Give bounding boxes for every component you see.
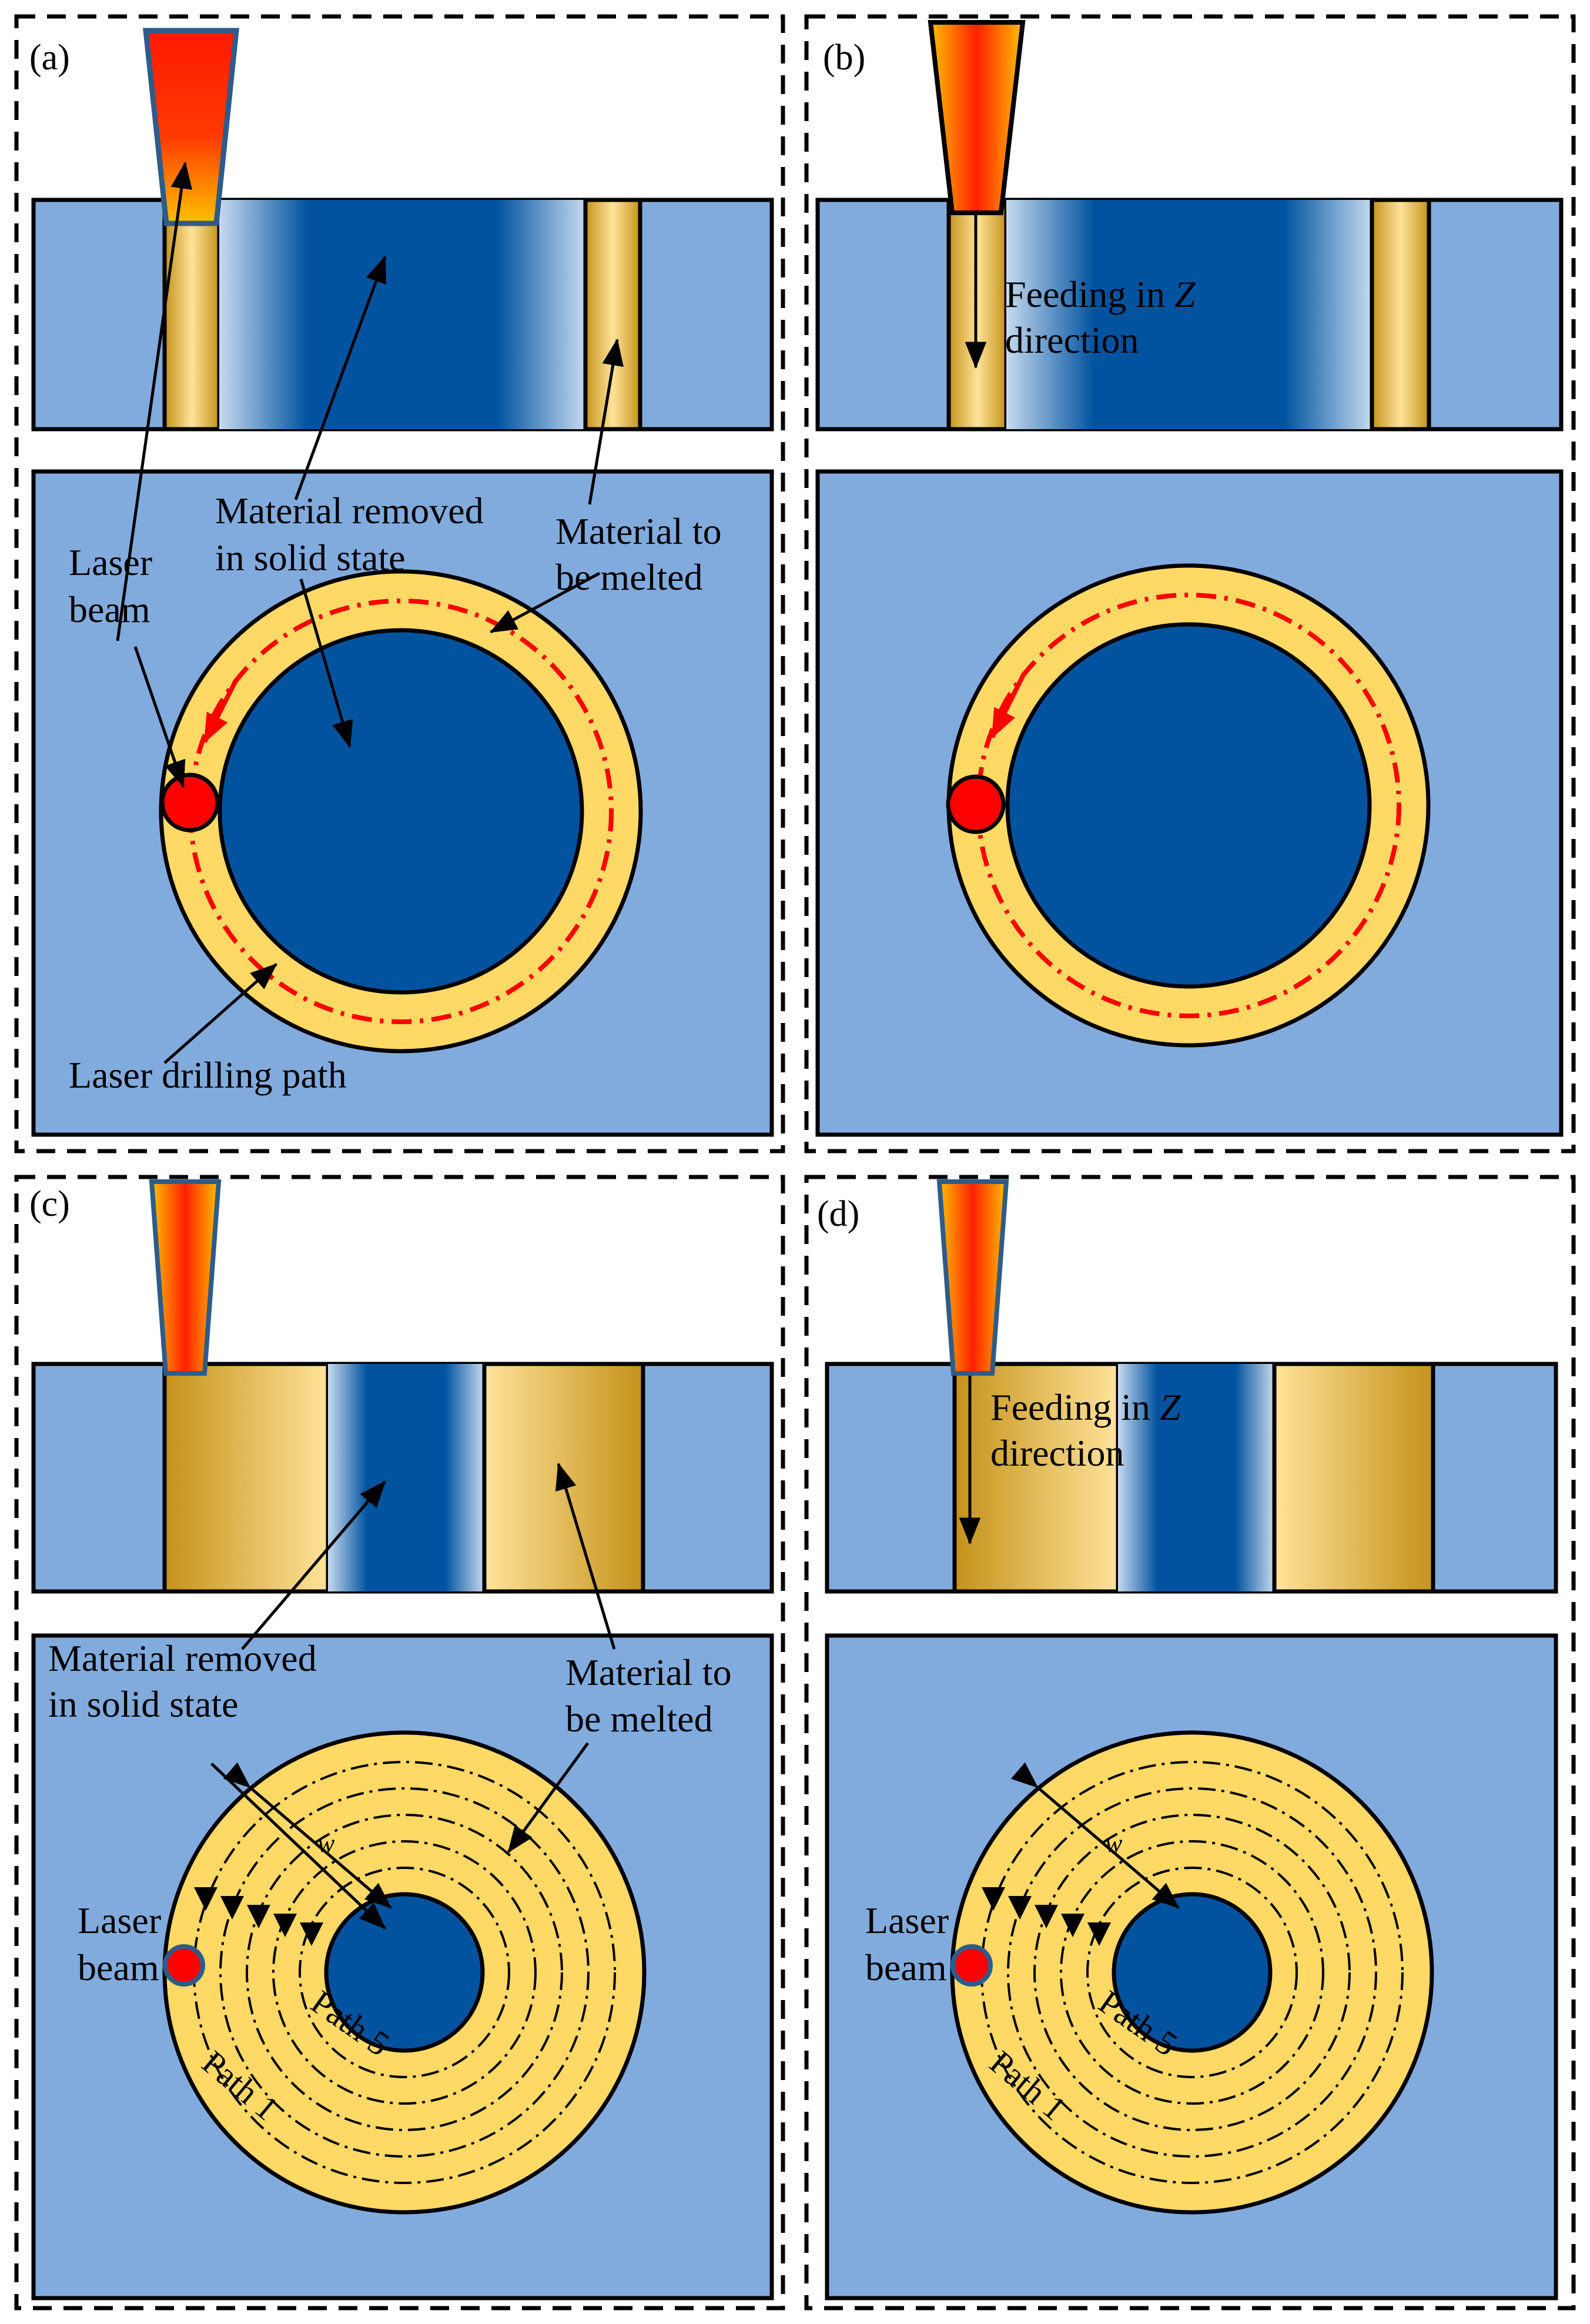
- arrow-melted-ring: [507, 1742, 590, 1853]
- laser-nozzle-icon: [928, 20, 1026, 215]
- panel-a: (a) Laser beam Material removed in solid…: [14, 14, 785, 1153]
- label-feeding-2: direction: [990, 1432, 1124, 1474]
- arrow-melted-ring: [489, 571, 601, 634]
- arrow-removed-core: [210, 1763, 386, 1930]
- panel-b-label: (b): [823, 38, 865, 78]
- label-drilling-path: Laser drilling path: [69, 1054, 347, 1096]
- drilling-path: [188, 598, 614, 1024]
- drilling-path-arrow: [202, 681, 237, 744]
- top-view-a: [31, 469, 774, 1137]
- panel-a-frame: [14, 14, 785, 1153]
- label-material-removed-2: in solid state: [215, 537, 406, 579]
- label-laser-beam-2: beam: [69, 588, 150, 630]
- label-material-melted-2: be melted: [555, 556, 703, 598]
- label-material-melted: Material to: [565, 1651, 732, 1693]
- top-view-b: [815, 469, 1564, 1137]
- panel-d-label: (d): [817, 1194, 859, 1234]
- arrow-drilling-path: [163, 963, 277, 1064]
- label-laser-beam: Laser: [69, 541, 152, 583]
- label-laser-beam: Laser: [78, 1900, 161, 1941]
- label-feeding: Feeding in Z: [990, 1386, 1181, 1428]
- drilling-path-arrow: [990, 675, 1025, 739]
- label-material-removed: Material removed: [48, 1637, 317, 1679]
- label-material-removed: Material removed: [215, 490, 484, 531]
- label-laser-beam: Laser: [865, 1900, 949, 1941]
- arrow-laser-beam: [116, 161, 193, 641]
- label-material-melted-2: be melted: [565, 1698, 713, 1740]
- laser-spot-icon: [163, 1944, 205, 1987]
- panel-c: (c): [14, 1175, 785, 2310]
- cross-section-c: [31, 1362, 774, 1594]
- panel-b: (b) Feeding in Z direction: [804, 14, 1576, 1153]
- panel-b-frame: [804, 14, 1576, 1153]
- panel-d: (d) Feeding in Z direction: [804, 1175, 1576, 2310]
- arrow-removed-section: [294, 255, 387, 500]
- panel-c-label: (c): [29, 1184, 70, 1224]
- label-material-removed-2: in solid state: [48, 1683, 239, 1725]
- arrow-melted-section: [588, 338, 624, 505]
- laser-spot-icon: [160, 773, 220, 832]
- label-feeding: Feeding in Z: [1005, 273, 1196, 315]
- label-width: w: [1105, 1829, 1123, 1858]
- arrow-melted-section: [555, 1462, 616, 1650]
- arrow-removed-section: [241, 1480, 386, 1650]
- arrow-laser-spot: [133, 646, 186, 788]
- width-dimension: [223, 1762, 392, 1909]
- melt-zone-left: [162, 198, 222, 432]
- solid-core-section: [219, 200, 585, 429]
- laser-nozzle-icon: [142, 28, 239, 226]
- top-view-c: w Path 5 Path 1: [31, 1633, 774, 2300]
- top-view-d: w Path 5 Path 1: [825, 1633, 1558, 2300]
- cross-section-b: [815, 198, 1564, 432]
- laser-nozzle-icon: [149, 1179, 222, 1376]
- solid-core: [217, 628, 584, 995]
- panel-a-label: (a): [29, 38, 70, 78]
- cross-section-d: [825, 1362, 1558, 1594]
- cross-section-a: [31, 198, 774, 432]
- label-laser-beam-2: beam: [865, 1947, 947, 1988]
- label-feeding-2: direction: [1005, 319, 1139, 361]
- laser-nozzle-icon: [936, 1179, 1009, 1376]
- arrow-removed-core: [299, 579, 353, 748]
- panel-c-frame: [14, 1175, 785, 2310]
- label-laser-beam-2: beam: [78, 1947, 159, 1988]
- drilling-path: [976, 592, 1401, 1018]
- panel-d-frame: [804, 1175, 1576, 2310]
- melt-zone-right: [583, 198, 642, 432]
- width-dimension: [1010, 1762, 1180, 1909]
- label-material-melted: Material to: [555, 510, 722, 552]
- laser-spot-icon: [950, 1944, 993, 1987]
- laser-spot-icon: [946, 774, 1006, 834]
- label-width: w: [317, 1829, 335, 1858]
- solid-core: [324, 1892, 485, 2053]
